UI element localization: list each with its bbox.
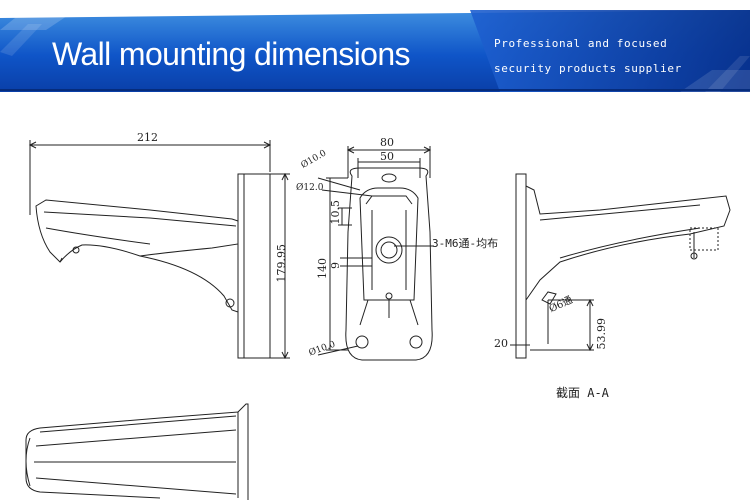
banner-background <box>0 0 750 92</box>
front-inner-width-label: 50 <box>380 150 394 163</box>
section-depth-label: 53.99 <box>595 318 608 350</box>
section-left-label: 20 <box>494 337 508 350</box>
offset-label: 9 <box>329 262 342 269</box>
page-title: Wall mounting dimensions <box>52 36 411 72</box>
front-height-label: 140 <box>316 258 329 279</box>
front-top-width-label: 80 <box>380 136 394 149</box>
front-view <box>317 146 434 361</box>
side-width-label: 212 <box>137 131 158 144</box>
section-view <box>510 173 731 359</box>
bottom-view <box>25 403 249 500</box>
tagline-line-2: security products supplier <box>494 62 682 75</box>
thread-callout-label: 3-M6通-均布 <box>432 237 499 250</box>
section-caption: 截面 A-A <box>556 386 609 400</box>
hole-mid-label: Ø12.0 <box>296 183 324 193</box>
header-banner: Wall mounting dimensions Professional an… <box>0 0 750 92</box>
side-height-label: 179.95 <box>275 244 288 283</box>
tagline-line-1: Professional and focused <box>494 37 668 50</box>
technical-drawing <box>25 140 731 500</box>
side-view <box>28 140 290 360</box>
spacing-label: 10.5 <box>329 200 342 225</box>
